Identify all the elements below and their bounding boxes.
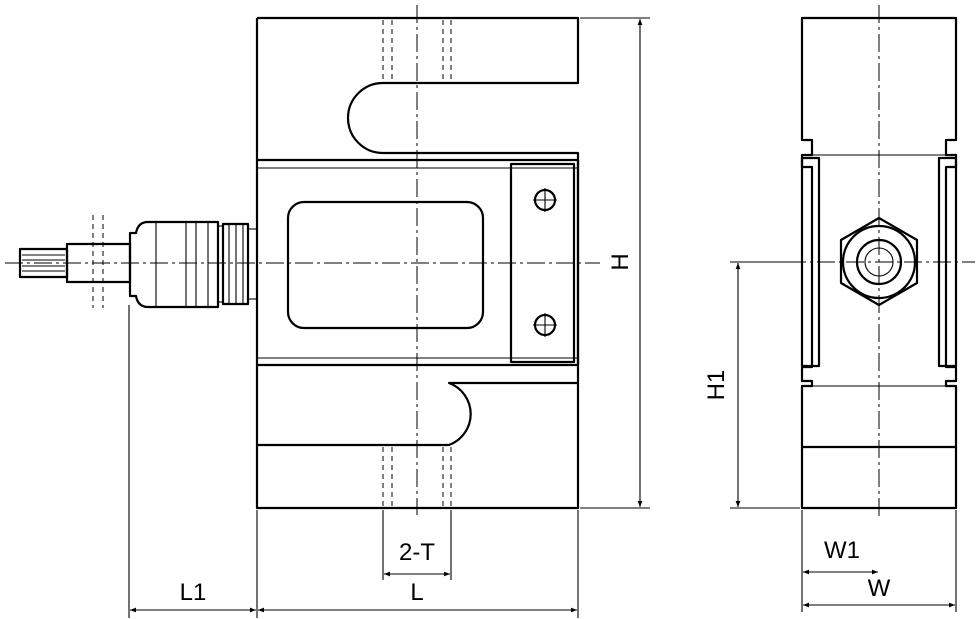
- dimension-h1: H1: [703, 261, 800, 509]
- dimension-w1: W1: [801, 510, 878, 612]
- dimension-label-l1: L1: [180, 579, 207, 606]
- dimension-w: W: [803, 510, 957, 612]
- dimension-label-w1: W1: [824, 537, 860, 564]
- screw-icon: [533, 188, 557, 212]
- top-thread-hole: [382, 20, 452, 80]
- front-view: [5, 5, 600, 515]
- side-view: [730, 5, 975, 520]
- dimension-label-2t: 2-T: [399, 539, 435, 566]
- dimension-2t: 2-T: [382, 510, 452, 580]
- dimension-l: L: [258, 510, 579, 618]
- dimension-l1: L1: [128, 305, 258, 618]
- dimension-label-l: L: [410, 579, 423, 606]
- dimension-label-h1: H1: [703, 370, 730, 401]
- cable-connector: [18, 215, 257, 309]
- bottom-thread-hole: [382, 447, 452, 506]
- label-window: [286, 200, 485, 330]
- screw-icon: [533, 313, 557, 337]
- dimension-label-h: H: [607, 253, 634, 270]
- dimension-label-w: W: [868, 575, 891, 602]
- dimension-h: H: [580, 17, 650, 509]
